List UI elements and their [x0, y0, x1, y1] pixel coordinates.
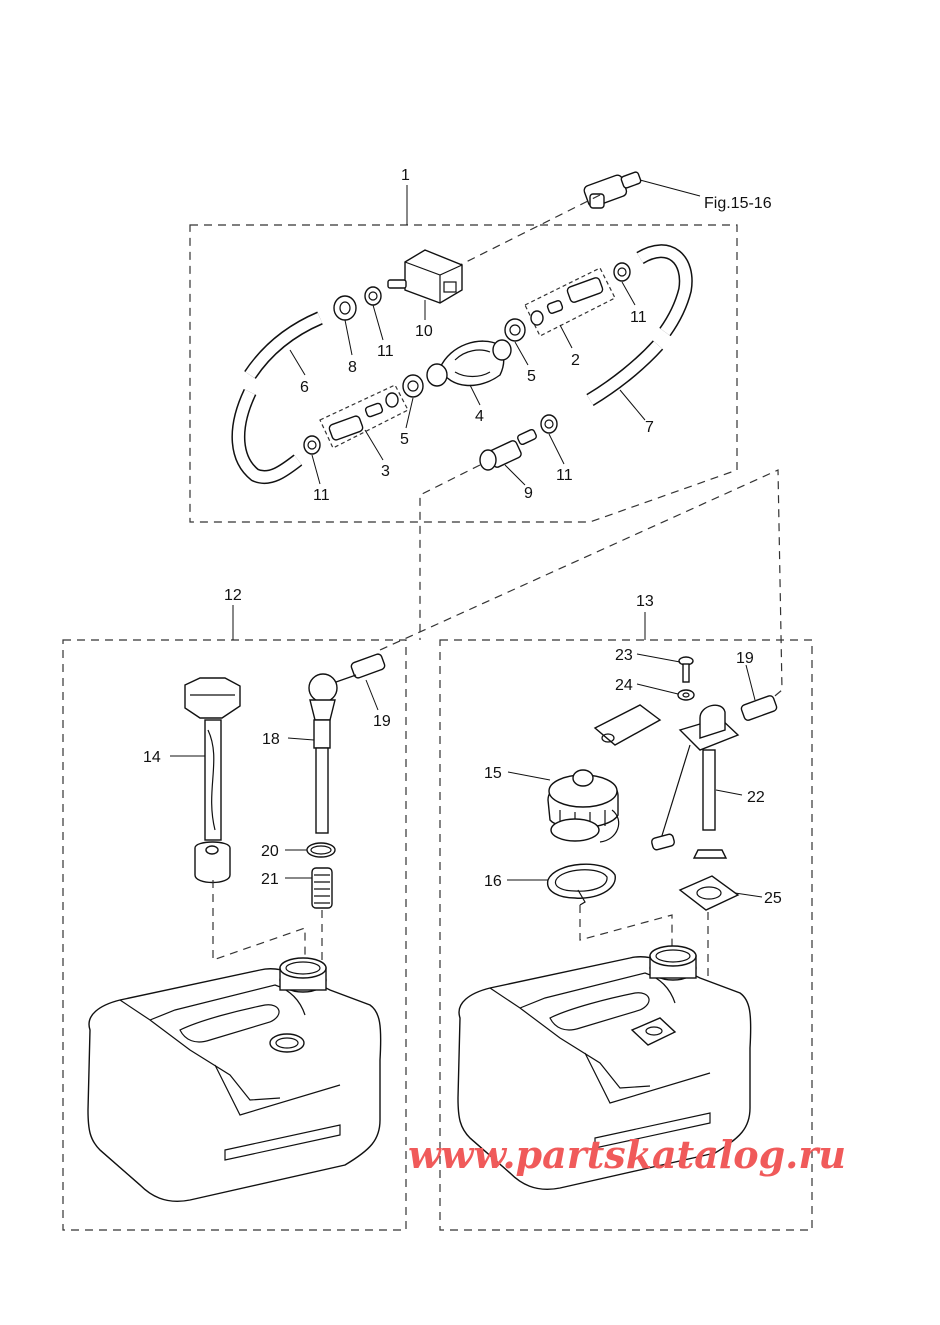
callout-8: 8	[348, 359, 357, 376]
group-13-frame	[439, 639, 813, 1231]
hose-7-inner	[587, 341, 663, 405]
fuel-tank-12	[87, 957, 382, 1202]
callout-24: 24	[615, 677, 633, 694]
link-dashed-19a	[379, 469, 783, 701]
callout-11-d: 11	[313, 487, 330, 504]
part-4-primer-bulb	[426, 339, 512, 387]
callout-3: 3	[381, 463, 390, 480]
part-14-gauge	[184, 677, 241, 884]
callout-13: 13	[636, 593, 654, 610]
callout-5-a: 5	[527, 368, 536, 385]
callout-20: 20	[261, 843, 279, 860]
engine-connector	[583, 171, 701, 209]
part-24-washer	[677, 689, 695, 701]
label-sticker	[593, 704, 662, 746]
connector-dash-link	[459, 194, 601, 266]
part-23-screw	[678, 656, 694, 683]
callout-23: 23	[615, 647, 633, 664]
part-22-sender	[651, 704, 740, 859]
watermark: www.partskatalog.ru	[408, 1132, 846, 1177]
callout-11-a: 11	[377, 343, 394, 360]
part-18-pickup	[308, 673, 338, 834]
part-19-fitting-b	[740, 695, 778, 721]
callout-14: 14	[143, 749, 161, 766]
group-12-frame	[62, 639, 407, 1231]
callout-19-b: 19	[736, 650, 754, 667]
part-2-valve	[530, 277, 604, 326]
callout-5-b: 5	[400, 431, 409, 448]
callout-12: 12	[224, 587, 242, 604]
callout-15: 15	[484, 765, 502, 782]
part-11-clip-a	[364, 286, 382, 306]
part-19-fitting-a	[335, 653, 386, 683]
part-10-connector	[387, 249, 463, 304]
part-21-filter	[311, 867, 333, 909]
part-11-clip-d	[540, 414, 558, 434]
leader-lines	[170, 185, 763, 898]
part-11-clip-b	[613, 262, 631, 282]
part-5-sleeve-a	[402, 374, 424, 398]
link-dashed-tank-12	[212, 880, 323, 1010]
fig-ref-label: Fig.15-16	[704, 195, 772, 212]
callout-9: 9	[524, 485, 533, 502]
part-3-group-frame	[319, 384, 409, 449]
callout-16: 16	[484, 873, 502, 890]
part-20-oring	[306, 842, 336, 858]
part-9-fitting	[479, 428, 537, 471]
callout-2: 2	[571, 352, 580, 369]
group-1-frame	[189, 224, 738, 523]
callout-6: 6	[300, 379, 309, 396]
link-dashed-group1-to-12	[419, 464, 481, 640]
part-11-clip-c	[303, 435, 321, 455]
part-5-sleeve-b	[504, 318, 526, 342]
hose-upper-right-inner	[637, 245, 692, 336]
callout-22: 22	[747, 789, 765, 806]
callout-11-c: 11	[556, 467, 573, 484]
callout-25: 25	[764, 890, 782, 907]
callout-1: 1	[401, 167, 410, 184]
part-2-group-frame	[524, 267, 616, 337]
callout-21: 21	[261, 871, 279, 888]
callout-18: 18	[262, 731, 280, 748]
callout-7: 7	[645, 419, 654, 436]
callout-19-a: 19	[373, 713, 391, 730]
part-8-sleeve	[333, 295, 357, 321]
fuel-tank-13	[457, 945, 752, 1190]
part-3-valve	[328, 392, 399, 441]
callout-10: 10	[415, 323, 433, 340]
part-25-gasket	[678, 875, 740, 911]
part-16-ring	[546, 863, 616, 906]
hose-6-inner	[233, 312, 323, 483]
part-15-cap	[547, 769, 620, 843]
callout-4: 4	[475, 408, 484, 425]
callout-11-b: 11	[630, 309, 647, 326]
